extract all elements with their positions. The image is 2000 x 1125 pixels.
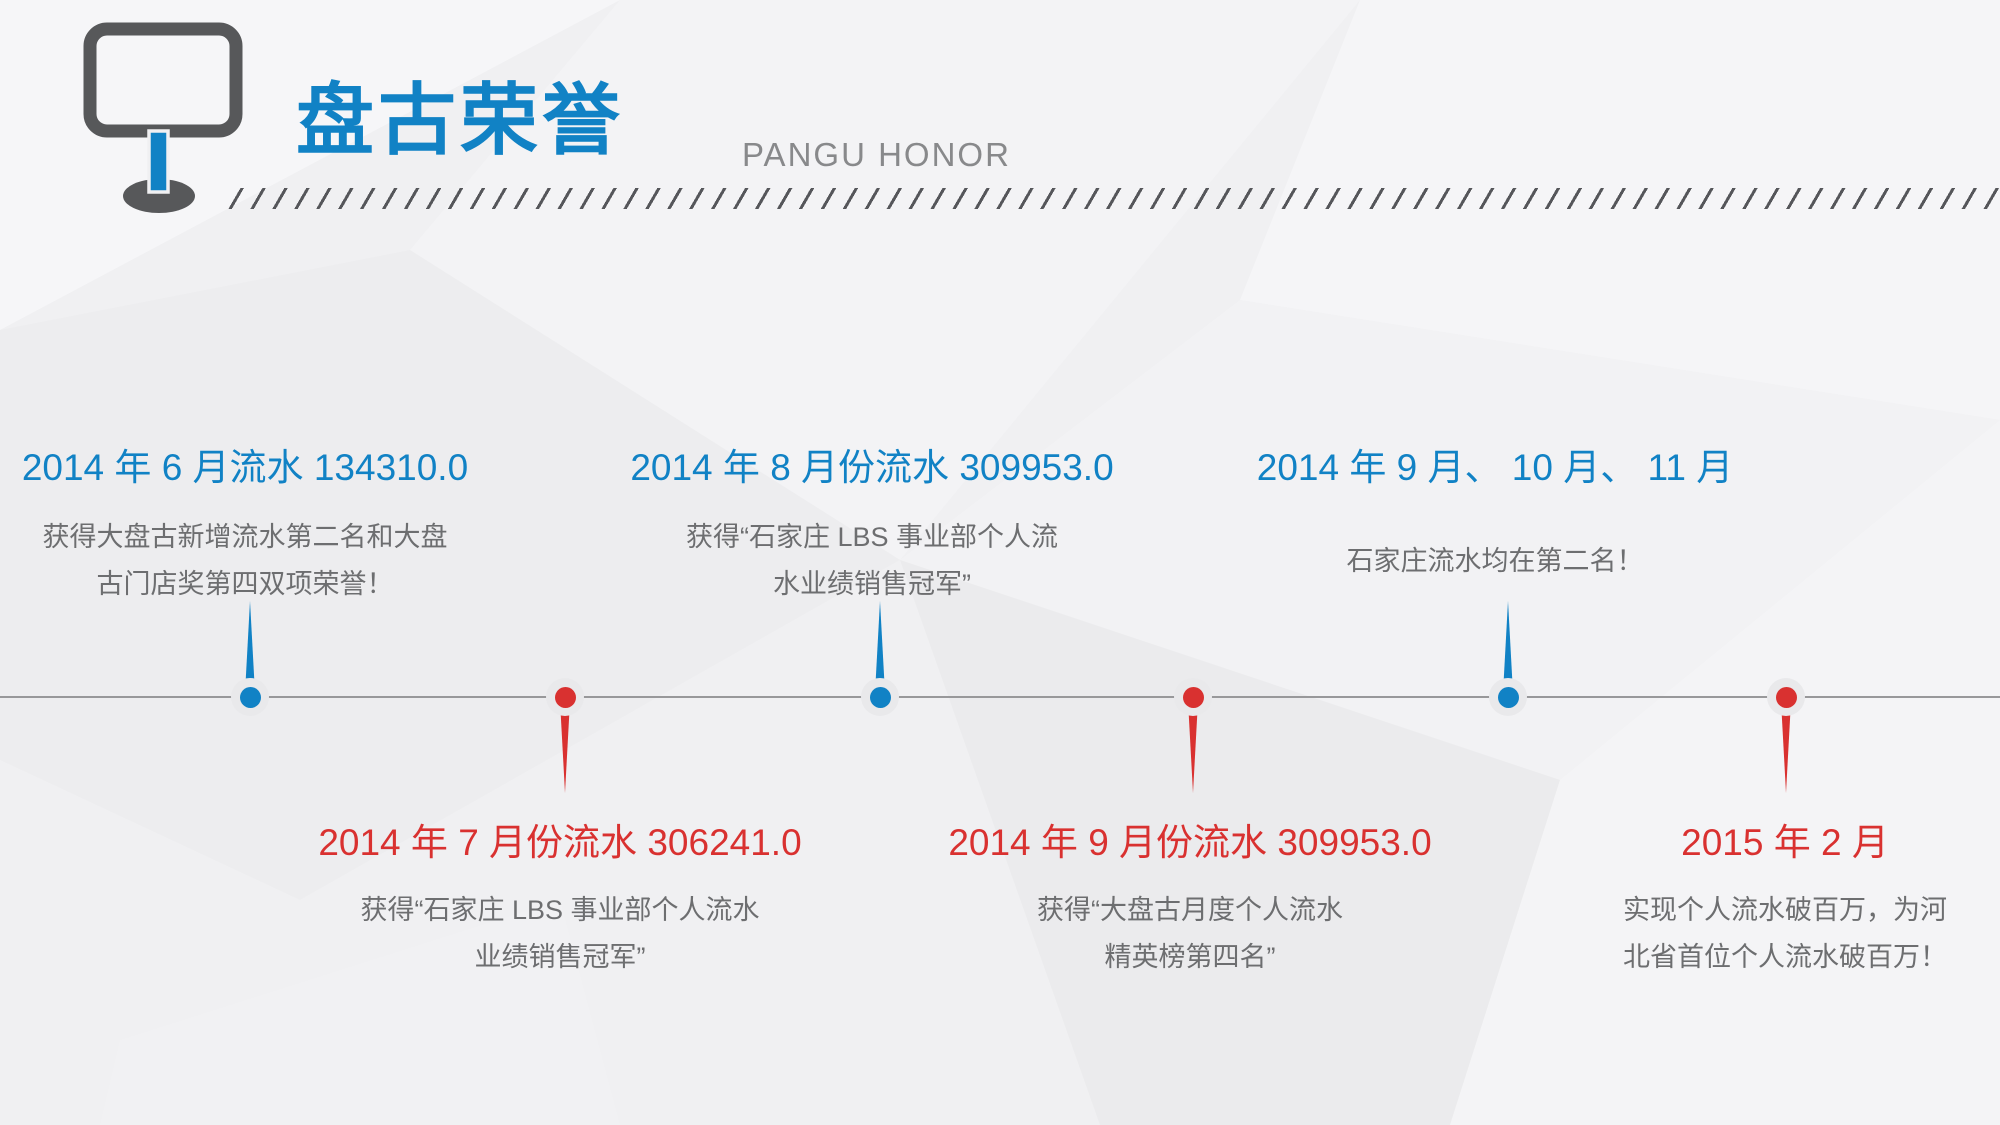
marker-dot (1183, 687, 1204, 708)
timeline-item-2014-07: 2014 年 7 月份流水 306241.0 获得“石家庄 LBS 事业部个人流… (300, 812, 820, 981)
marker-dot (1776, 687, 1797, 708)
desc-line: 获得大盘古新增流水第二名和大盘 (42, 522, 448, 552)
timeline-item-description: 获得“大盘古月度个人流水 精英榜第四名” (930, 887, 1450, 981)
desc-line: 水业绩销售冠军” (773, 569, 971, 599)
marker-needle-up-icon (1503, 601, 1513, 693)
timeline-item-2014-09: 2014 年 9 月份流水 309953.0 获得“大盘古月度个人流水 精英榜第… (930, 812, 1450, 981)
signboard-icon (83, 22, 243, 213)
desc-line: 石家庄流水均在第二名！ (1346, 545, 1644, 576)
marker-dot (240, 687, 261, 708)
marker-dot (555, 687, 576, 708)
desc-line: 获得“石家庄 LBS 事业部个人流 (685, 522, 1059, 552)
desc-line: 精英榜第四名” (1104, 942, 1276, 972)
marker-needle-down-icon (1188, 701, 1198, 793)
hatch-divider (222, 188, 2000, 209)
timeline-axis (0, 696, 2000, 698)
timeline-item-title: 2014 年 9 月份流水 309953.0 (948, 822, 1432, 863)
desc-line: 北省首位个人流水破百万！ (1623, 942, 1947, 972)
desc-line: 获得“石家庄 LBS 事业部个人流水 (360, 895, 760, 925)
timeline-item-title: 2015 年 2 月 (1681, 822, 1889, 863)
page-title: 盘古荣誉 (296, 76, 625, 164)
desc-line: 获得“大盘古月度个人流水 (1037, 895, 1343, 925)
marker-needle-up-icon (245, 601, 255, 693)
timeline-item-2014-06: 2014 年 6 月流水 134310.0 获得大盘古新增流水第二名和大盘 古门… (0, 437, 505, 608)
timeline-item-2014-09-10-11: 2014 年 9 月、 10 月、 11 月 石家庄流水均在第二名！ (1235, 437, 1755, 608)
marker-needle-down-icon (560, 701, 570, 793)
timeline-item-2014-08: 2014 年 8 月份流水 309953.0 获得“石家庄 LBS 事业部个人流… (612, 437, 1132, 608)
timeline-item-description: 获得“石家庄 LBS 事业部个人流 水业绩销售冠军” (612, 514, 1132, 608)
timeline-item-title: 2014 年 9 月、 10 月、 11 月 (1256, 447, 1734, 488)
desc-line: 实现个人流水破百万，为河 (1623, 895, 1947, 925)
page-subtitle: PANGU HONOR (742, 136, 1011, 173)
marker-dot (1498, 687, 1519, 708)
timeline-item-title: 2014 年 7 月份流水 306241.0 (318, 822, 802, 863)
timeline-item-description: 石家庄流水均在第二名！ (1235, 514, 1755, 608)
timeline-item-description: 获得大盘古新增流水第二名和大盘 古门店奖第四双项荣誉！ (0, 514, 505, 608)
marker-needle-up-icon (875, 601, 885, 693)
timeline-item-title: 2014 年 6 月流水 134310.0 (21, 447, 469, 488)
timeline-item-description: 获得“石家庄 LBS 事业部个人流水 业绩销售冠军” (300, 887, 820, 981)
timeline-item-description: 实现个人流水破百万，为河 北省首位个人流水破百万！ (1525, 887, 2000, 981)
marker-dot (870, 687, 891, 708)
desc-line: 古门店奖第四双项荣誉！ (96, 569, 394, 599)
timeline-item-2015-02: 2015 年 2 月 实现个人流水破百万，为河 北省首位个人流水破百万！ (1525, 812, 2000, 981)
desc-line: 业绩销售冠军” (474, 942, 646, 972)
marker-needle-down-icon (1781, 701, 1791, 793)
timeline-item-title: 2014 年 8 月份流水 309953.0 (630, 447, 1114, 488)
